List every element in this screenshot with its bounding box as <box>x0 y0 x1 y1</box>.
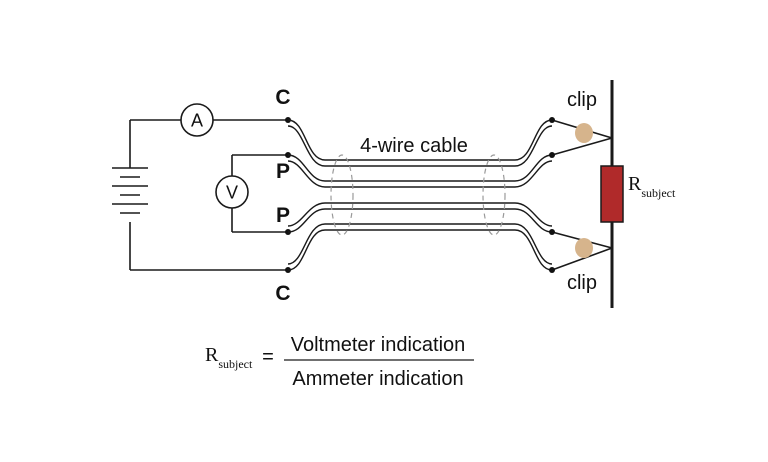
cable-label: 4-wire cable <box>360 135 468 157</box>
terminal-p-lower-label: P <box>276 204 290 227</box>
cable-shield-right <box>482 154 506 236</box>
formula-lhs-main: R <box>205 344 219 366</box>
clip-end-dots <box>549 117 555 273</box>
terminal-c-bottom-label: C <box>275 282 290 305</box>
terminal-c-top-label: C <box>275 86 290 109</box>
clip-jaw-bottom <box>575 238 593 258</box>
voltmeter-label: V <box>226 183 238 203</box>
formula-denominator: Ammeter indication <box>292 368 463 390</box>
terminal-dots <box>285 117 291 273</box>
clip-jaw-top <box>575 123 593 143</box>
terminal-p-upper-label: P <box>276 160 290 183</box>
formula-numerator: Voltmeter indication <box>291 334 466 356</box>
voltmeter: V <box>215 175 249 209</box>
potential-wires <box>231 154 288 233</box>
cable-shield-left <box>330 154 354 236</box>
resistor-label: Rsubject <box>628 173 676 200</box>
formula-lhs: Rsubject <box>205 344 253 371</box>
formula-lhs-sub: subject <box>218 357 253 371</box>
ammeter-label: A <box>191 111 203 131</box>
resistor-label-sub: subject <box>641 186 676 200</box>
resistance-formula: Rsubject = Voltmeter indication Ammeter … <box>205 334 474 390</box>
ammeter: A <box>180 103 214 137</box>
subject-resistor <box>600 165 624 223</box>
clip-top-label: clip <box>567 89 597 111</box>
four-wire-cable <box>287 119 553 271</box>
resistor-label-main: R <box>628 173 642 195</box>
clip-bottom-label: clip <box>567 272 597 294</box>
battery-icon <box>112 120 148 270</box>
formula-equals: = <box>262 346 274 368</box>
